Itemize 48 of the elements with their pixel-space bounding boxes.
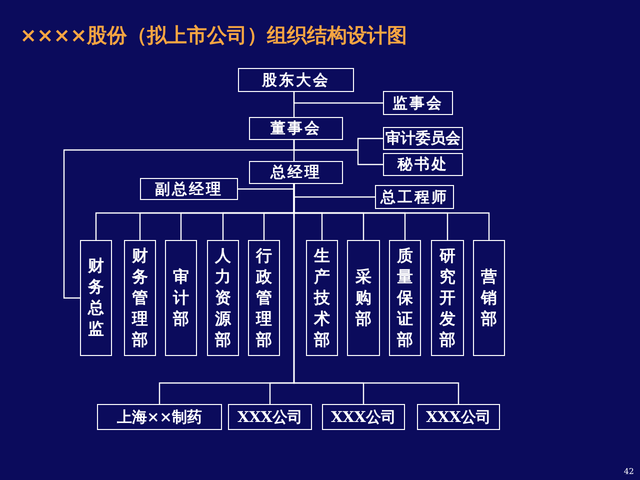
box-label: 股东大会 [262,70,330,90]
org-box [249,161,343,184]
org-box [97,404,222,430]
org-box [306,240,338,356]
box-label: 审计部 [173,266,189,330]
org-box [249,117,343,140]
connector-line [293,184,460,404]
box-label: 监事会 [392,94,444,112]
slide-title: ××××股份（拟上市公司）组织结构设计图 [20,22,408,49]
box-label: 副总经理 [155,180,223,198]
org-box [140,178,238,200]
org-box [389,240,421,356]
box-label: 人力资源部 [215,246,231,350]
org-box [80,240,112,356]
box-label: 营销部 [481,266,497,330]
org-box [248,240,280,356]
org-box [431,240,464,356]
box-label: 财务总监 [88,256,104,340]
box-label: 董事会 [270,119,322,138]
org-box [238,68,354,92]
org-box [228,404,312,430]
org-box [417,404,500,430]
org-box [165,240,197,356]
org-box [383,91,453,115]
box-label: 总工程师 [380,188,448,206]
org-box [473,240,505,356]
box-label: 总经理 [270,163,322,182]
box-label: 生产技术部 [314,246,330,350]
box-label: 行政管理部 [256,246,272,350]
page-number: 42 [624,467,634,476]
org-box [322,404,405,430]
org-box [383,153,463,176]
org-box [347,240,380,356]
box-label: 上海××制药 [116,408,202,426]
box-label: 质量保证部 [397,246,413,350]
org-box [375,185,454,209]
org-box [207,240,239,356]
box-label: XXX公司 [238,408,302,426]
box-label: 采购部 [356,266,372,330]
connector-line [293,92,295,117]
box-label: 财务管理部 [132,246,148,350]
org-box [124,240,156,356]
box-label: XXX公司 [331,408,396,426]
box-label: 审计委员会 [386,129,460,148]
box-label: 研究开发部 [440,246,456,350]
connector-line [63,140,295,299]
box-label: XXX公司 [426,408,491,426]
box-label: 秘书处 [398,155,448,174]
